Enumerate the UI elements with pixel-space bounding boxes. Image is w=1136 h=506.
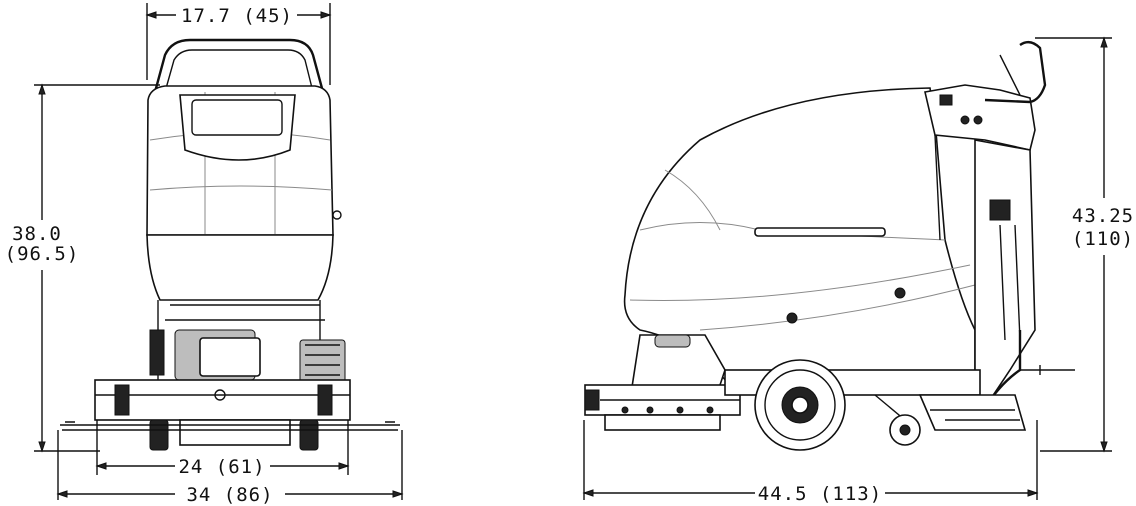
side-height-dimension: 43.25 (110): [1035, 36, 1134, 453]
side-length-dimension: 44.5 (113): [582, 420, 1039, 505]
front-view-scrubber: [60, 38, 400, 451]
front-height-label: 38.0: [12, 223, 62, 245]
front-height-dimension: 38.0 (96.5): [5, 83, 160, 453]
front-inner-width-dimension: 24 (61): [95, 420, 350, 478]
side-view-scrubber: [584, 40, 1075, 451]
front-top-width-dimension: 17.7 (45): [145, 3, 332, 85]
front-height-metric-label: (96.5): [5, 243, 80, 265]
side-length-label: 44.5 (113): [758, 483, 882, 505]
side-height-label: 43.25: [1072, 205, 1134, 227]
front-top-width-label: 17.7 (45): [181, 5, 293, 27]
front-inner-width-label: 24 (61): [178, 456, 265, 478]
side-height-metric-label: (110): [1072, 228, 1134, 250]
front-overall-width-dimension: 34 (86): [56, 430, 404, 506]
front-overall-width-label: 34 (86): [186, 484, 273, 506]
